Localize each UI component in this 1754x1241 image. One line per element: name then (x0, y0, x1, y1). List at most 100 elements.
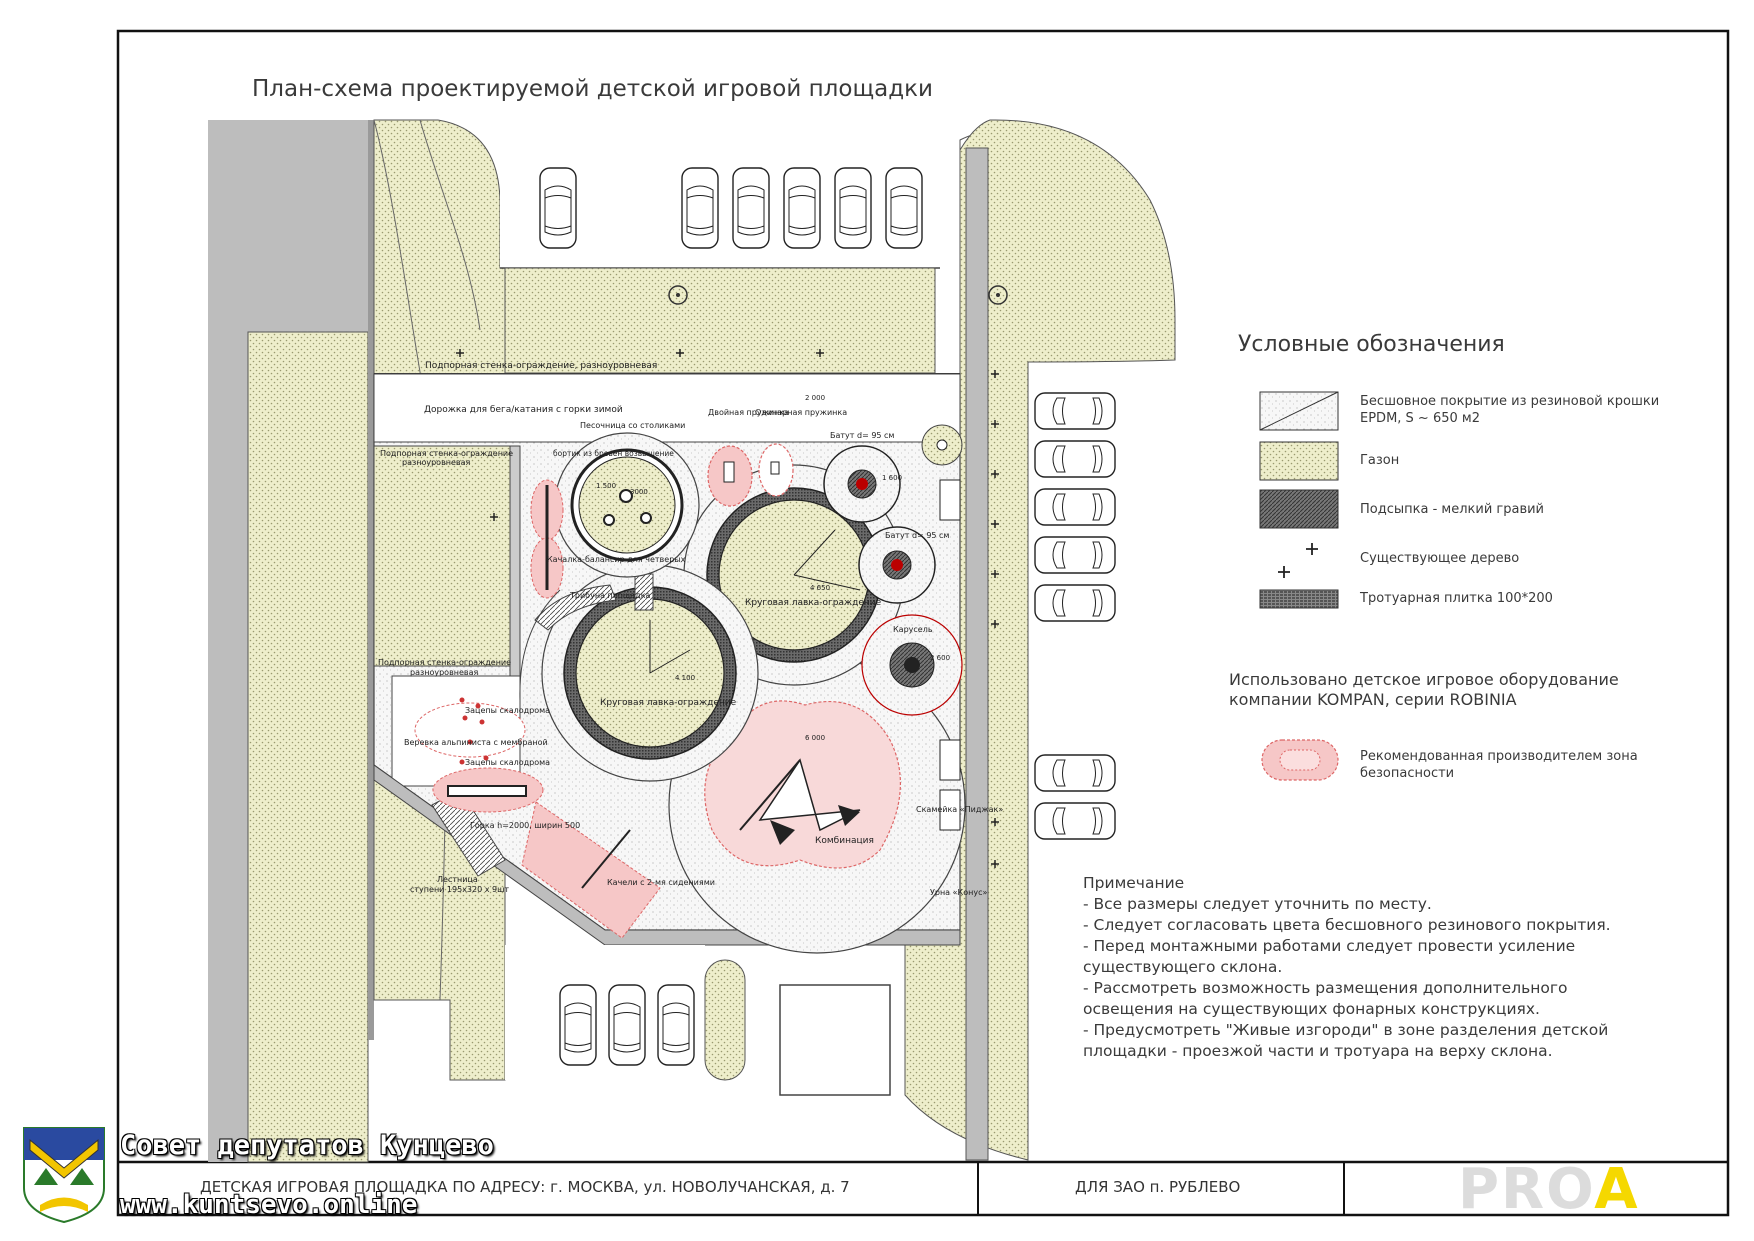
label-combination: Комбинация (815, 836, 874, 846)
car (1034, 488, 1116, 526)
car (834, 167, 872, 249)
label-climbing-2: Зацепы скалодрома (465, 758, 550, 767)
footer-client: ДЛЯ ЗАО п. РУБЛЕВО (1075, 1178, 1241, 1196)
label-retaining-wall-mid-2: разноуровневая (410, 668, 479, 677)
legend-swatch-gravel (1259, 489, 1339, 529)
label-retaining-wall-top: Подпорная стенка-ограждение, разноуровне… (425, 361, 657, 371)
platform-arc (534, 584, 617, 631)
label-round-bench-2: Круговая лавка-ограждение (745, 598, 882, 608)
label-stairs-1: Лестница (437, 875, 478, 884)
bench (939, 789, 961, 831)
legend-label-safety-zone: Рекомендованная производителем зона безо… (1360, 749, 1638, 781)
legend-swatch-tile (1259, 589, 1339, 609)
label-platform: Трибуна площадка (569, 591, 651, 600)
notes-line: площадки - проезжой части и тротуара на … (1083, 1042, 1553, 1060)
right-sidewalk (965, 147, 989, 1161)
legend-label-gravel: Подсыпка - мелкий гравий (1360, 502, 1545, 517)
label-bench: Скамейка «Пиджак» (916, 805, 1003, 814)
utility-box (779, 984, 891, 1096)
dim-1500: 1 500 (596, 482, 616, 490)
car (559, 984, 597, 1066)
legend-swatch-lawn (1259, 441, 1339, 481)
notes-line: освещения на существующих фонарных конст… (1083, 1000, 1540, 1018)
car (681, 167, 719, 249)
label-swing: Качели с 2-мя сидениями (607, 878, 715, 887)
kuntsevo-emblem (23, 1127, 105, 1224)
label-retaining-wall-left-2: разноуровневая (402, 458, 471, 467)
notes-line: - Следует согласовать цвета бесшовного р… (1083, 916, 1611, 934)
label-round-bench-1: Круговая лавка-ограждение (600, 698, 737, 708)
equipment-note-line-2: компании KOMPAN, серии ROBINIA (1229, 690, 1517, 709)
notes-line: существующего склона. (1083, 958, 1283, 976)
label-retaining-wall-mid-1: Подпорная стенка-ограждение (378, 658, 511, 667)
car (783, 167, 821, 249)
notes-block: Примечание - Все размеры следует уточнит… (1083, 873, 1673, 1062)
label-balance-swing: Качалка-балансир для четверых (547, 555, 686, 564)
legend-label-lawn: Газон (1360, 453, 1400, 468)
legend-label-tree: Существующее дерево (1360, 551, 1520, 566)
left-road (208, 120, 368, 332)
label-sandbox: Песочница со столиками (580, 421, 685, 430)
combination-structure (758, 758, 861, 832)
label-sandbox-dims: бортик из бревен возвышение (553, 449, 674, 458)
label-rope-web: Веревка альпиниста с мембраной (404, 738, 548, 747)
page-title: План-схема проектируемой детской игровой… (252, 76, 933, 102)
left-inner-lawn (373, 445, 515, 667)
notes-line: - Рассмотреть возможность размещения доп… (1083, 979, 1568, 997)
left-lawn-strip (247, 331, 369, 1163)
label-bin: Урна «Конус» (930, 888, 987, 897)
swing-safety-zone (521, 801, 661, 939)
label-double-spring: Двойная пружинка (708, 408, 789, 417)
notes-line: - Перед монтажными работами следует пров… (1083, 937, 1576, 955)
legend-title: Условные обозначения (1238, 332, 1505, 357)
car (1034, 584, 1116, 622)
dim-2000: 2 000 (805, 394, 825, 402)
label-carousel: Карусель (893, 625, 933, 634)
legend-swatch-tree (1278, 543, 1318, 578)
dim-2600: 2 600 (930, 654, 950, 662)
car (1034, 392, 1116, 430)
label-slide: Горка h=2000, ширин 500 (470, 821, 580, 830)
watermark-url[interactable]: www.kuntsevo.online (120, 1190, 418, 1220)
sheet-frame (116, 29, 1730, 1217)
label-climbing-1: Зацепы скалодрома (465, 706, 550, 715)
dim-4650: 4 650 (810, 584, 830, 592)
dim-3000: 3000 (630, 488, 648, 496)
slide (447, 785, 527, 797)
watermark-title: Совет депутатов Кунцево (120, 1130, 494, 1161)
label-trampoline-2: Батут d= 95 см (885, 531, 949, 540)
notes-line: - Все размеры следует уточнить по месту. (1083, 895, 1432, 913)
car (539, 167, 577, 249)
dim-4100: 4 100 (675, 674, 695, 682)
car (608, 984, 646, 1066)
car (1034, 802, 1116, 840)
label-retaining-wall-left-1: Подпорная стенка-ограждение (380, 449, 513, 458)
label-trampoline-1: Батут d= 95 см (830, 431, 894, 440)
label-stairs-2: ступени 195х320 х 9шт (410, 885, 509, 894)
brand-pre: PRO (1458, 1157, 1595, 1222)
bottom-lawn-strip (704, 959, 746, 1081)
notes-header: Примечание (1083, 874, 1185, 892)
label-single-spring: Одинарная пружинка (755, 408, 847, 417)
swing-frame (581, 829, 631, 889)
legend-label-tile: Тротуарная плитка 100*200 (1360, 591, 1553, 606)
sled-path (373, 373, 961, 443)
notes-line: - Предусмотреть "Живые изгороди" в зоне … (1083, 1021, 1609, 1039)
car (732, 167, 770, 249)
dim-1600: 1 600 (882, 474, 902, 482)
car (1034, 536, 1116, 574)
brand-accent: A (1594, 1157, 1640, 1222)
equipment-note-line-1: Использовано детское игровое оборудовани… (1229, 670, 1619, 689)
label-sled-path: Дорожка для бега/катания с горки зимой (424, 405, 623, 415)
car (657, 984, 695, 1066)
equipment-note: Использовано детское игровое оборудовани… (1229, 670, 1619, 710)
car (1034, 754, 1116, 792)
dim-6000: 6 000 (805, 734, 825, 742)
footer-address: ДЕТСКАЯ ИГРОВАЯ ПЛОЩАДКА ПО АДРЕСУ: г. М… (200, 1178, 850, 1196)
proa-logo: PROA (1458, 1157, 1640, 1222)
car (885, 167, 923, 249)
existing-trees (456, 349, 999, 868)
car (1034, 440, 1116, 478)
legend-label-rubber: Бесшовное покрытие из резиновой крошки E… (1360, 394, 1660, 426)
